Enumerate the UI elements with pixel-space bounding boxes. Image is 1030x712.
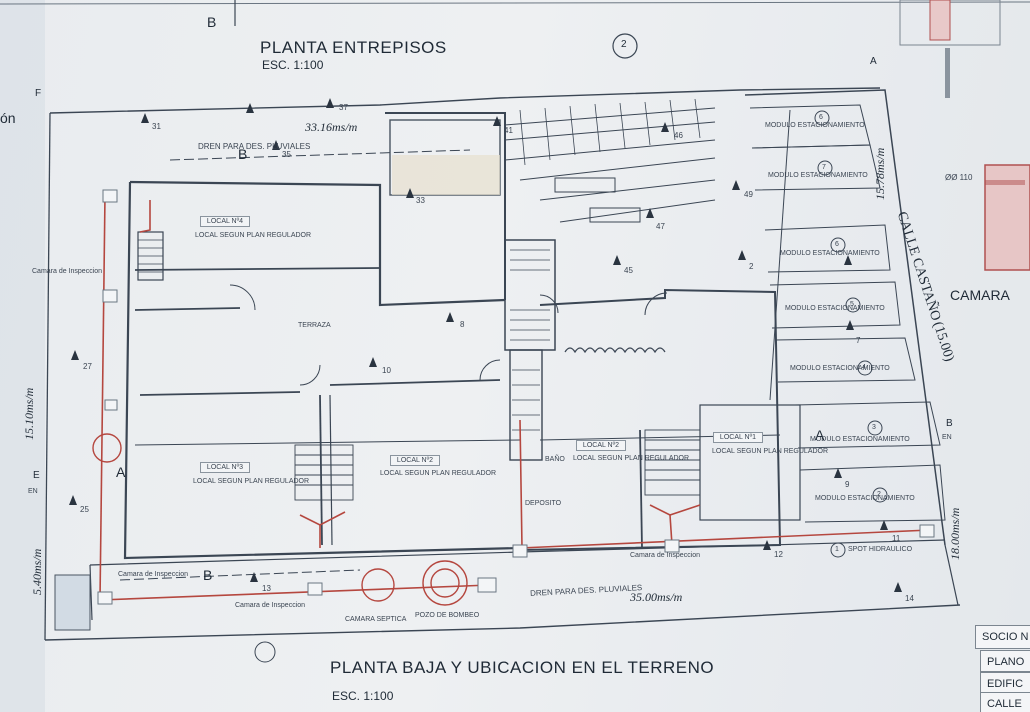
title-block-plano: PLANO xyxy=(980,650,1030,672)
section-mark-a-left: A xyxy=(116,464,126,480)
parking-label-3: MODULO ESTACIONAMIENTO xyxy=(810,436,910,443)
level-45: 45 xyxy=(624,266,633,275)
section-mark-b-top: B xyxy=(207,14,217,30)
room-sub-left: LOCAL SEGUN PLAN REGULADOR xyxy=(193,478,310,485)
parking-number-2: 2 xyxy=(877,491,881,498)
section-mark-f: F xyxy=(35,88,42,99)
room-label-local3-left: LOCAL Nº3 xyxy=(200,462,250,473)
dimension-bottom: 35.00ms/m xyxy=(630,590,683,604)
level-11: 11 xyxy=(892,534,901,543)
room-label-local2: LOCAL Nº2 xyxy=(576,440,626,451)
label-camara-inspeccion-4: Camara de Inspeccion xyxy=(32,268,103,275)
level-35: 35 xyxy=(282,150,291,159)
level-46: 46 xyxy=(674,131,683,140)
parking-number-5: 5 xyxy=(850,301,854,308)
lower-plan-title: PLANTA BAJA Y UBICACION EN EL TERRENO xyxy=(330,658,715,677)
dimension-right-lower: 18.00ms/m xyxy=(948,507,962,560)
section-mark-b-right: B xyxy=(946,418,953,429)
level-27: 27 xyxy=(83,362,92,371)
parking-number-1: 1 xyxy=(835,546,839,553)
upper-plan-number: 2 xyxy=(621,39,627,50)
section-mark-a-top: A xyxy=(870,56,877,67)
level-12: 12 xyxy=(774,550,783,559)
section-mark-e: E xyxy=(33,470,40,481)
level-7: 7 xyxy=(856,336,861,345)
dimension-top: 33.16ms/m xyxy=(305,120,358,134)
room-sub-right: LOCAL SEGUN PLAN REGULADOR xyxy=(573,455,690,462)
parking-number-3: 3 xyxy=(872,424,876,431)
level-47: 47 xyxy=(656,222,665,231)
parking-label-6b: MODULO ESTACIONAMIENTO xyxy=(780,250,880,257)
label-pozo-bombeo: POZO DE BOMBEO xyxy=(415,612,480,619)
camara-label: CAMARA xyxy=(950,287,1010,303)
section-mark-b-lower: B xyxy=(203,567,213,583)
level-41: 41 xyxy=(504,126,513,135)
drain-label-upper: DREN PARA DES. PLUVIALES xyxy=(198,142,311,151)
label-camara-inspeccion-3: Camara de Inspeccion xyxy=(630,552,701,559)
upper-plan-scale: ESC. 1:100 xyxy=(262,58,324,72)
level-49: 49 xyxy=(744,190,753,199)
parking-number-6: 6 xyxy=(819,114,823,121)
level-9: 9 xyxy=(845,480,850,489)
parking-number-6b: 6 xyxy=(835,241,839,248)
upper-plan-title: PLANTA ENTREPISOS xyxy=(260,38,447,57)
title-block-calle: CALLE xyxy=(980,692,1030,712)
room-sub-mid: LOCAL SEGUN PLAN REGULADOR xyxy=(380,470,497,477)
title-block-socio: SOCIO N xyxy=(975,625,1030,649)
room-label-local1: LOCAL Nº1 xyxy=(713,432,763,443)
pipe-diameter-label: ØØ 110 xyxy=(945,173,973,182)
room-label-deposito: DEPOSITO xyxy=(525,500,562,507)
level-2: 2 xyxy=(749,262,754,271)
label-camara-septica: CAMARA SEPTICA xyxy=(345,616,407,623)
dimension-left-lower: 5.40ms/m xyxy=(30,548,44,595)
dimension-right-top: 15.78ms/m xyxy=(873,147,887,200)
lower-plan-scale: ESC. 1:100 xyxy=(332,689,394,703)
label-spot-hidraulico: SPOT HIDRAULICO xyxy=(848,546,913,553)
room-label-terraza: TERRAZA xyxy=(298,322,331,329)
level-8: 8 xyxy=(460,320,465,329)
label-camara-inspeccion-2: Camara de Inspeccion xyxy=(235,602,306,609)
room-label-local4: LOCAL Nº4 xyxy=(200,216,250,227)
level-14: 14 xyxy=(905,594,914,603)
label-camara-inspeccion-1: Camara de Inspeccion xyxy=(118,571,189,578)
section-mark-a-right: A xyxy=(815,427,825,443)
level-13: 13 xyxy=(262,584,271,593)
level-33: 33 xyxy=(416,196,425,205)
parking-label-5: MODULO ESTACIONAMIENTO xyxy=(785,305,885,312)
parking-label-6: MODULO ESTACIONAMIENTO xyxy=(765,122,865,129)
parking-number-4: 4 xyxy=(862,364,866,371)
level-10: 10 xyxy=(382,366,391,375)
level-25: 25 xyxy=(80,505,89,514)
section-mark-b-upper: B xyxy=(238,146,248,162)
title-block-edificio: EDIFIC xyxy=(980,672,1030,694)
section-en-right: EN xyxy=(942,434,952,441)
room-sub-local1: LOCAL SEGUN PLAN REGULADOR xyxy=(712,448,829,455)
parking-label-7: MODULO ESTACIONAMIENTO xyxy=(768,172,868,179)
parking-label-4: MODULO ESTACIONAMIENTO xyxy=(790,365,890,372)
section-en-left: EN xyxy=(28,488,38,495)
room-label-bano: BAÑO xyxy=(545,456,565,463)
room-label-local2-mid: LOCAL Nº2 xyxy=(390,455,440,466)
room-sub-local4: LOCAL SEGUN PLAN REGULADOR xyxy=(195,232,312,239)
level-31: 31 xyxy=(152,122,161,131)
cut-off-text: ón xyxy=(0,110,16,126)
parking-number-7: 7 xyxy=(822,164,826,171)
parking-label-2: MODULO ESTACIONAMIENTO xyxy=(815,495,915,502)
dimension-left: 15.10ms/m xyxy=(22,387,36,440)
level-37: 37 xyxy=(339,103,348,112)
